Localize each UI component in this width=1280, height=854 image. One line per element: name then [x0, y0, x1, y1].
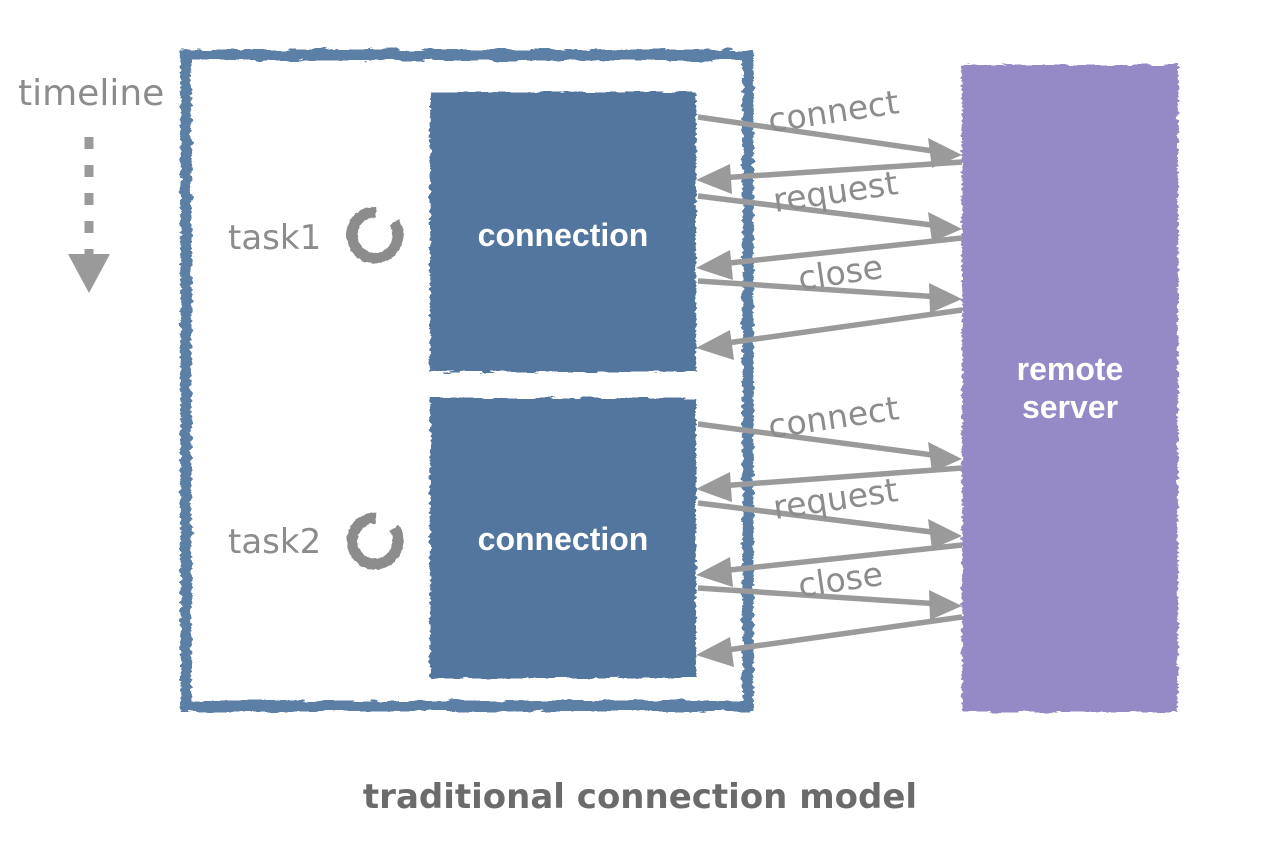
connection-label-task1: connection — [478, 217, 649, 253]
diagram-caption: traditional connection model — [363, 777, 917, 817]
message-arrow-connect-ack-2 — [696, 465, 963, 502]
connection-label-task2: connection — [478, 521, 649, 557]
message-arrow-request-1 — [697, 193, 962, 242]
task2-row: task2 connection — [228, 398, 696, 678]
task2-messages: connect request close — [696, 388, 963, 667]
message-arrow-close-ack-2 — [696, 614, 963, 667]
message-arrow-close-2 — [697, 585, 962, 620]
message-label-connect-1: connect — [766, 82, 902, 140]
task2-label: task2 — [228, 522, 321, 562]
message-arrow-close-ack-1 — [696, 307, 963, 360]
message-arrow-connect-1 — [697, 114, 962, 168]
remote-server-box — [962, 65, 1178, 712]
remote-server-label-line2: server — [1022, 389, 1118, 425]
message-arrow-response-1 — [696, 235, 963, 280]
timeline-arrow-icon — [68, 137, 110, 293]
connection-box-task1 — [430, 92, 696, 372]
message-arrow-request-2 — [697, 500, 962, 549]
message-label-connect-2: connect — [766, 388, 902, 446]
message-arrow-connect-2 — [697, 421, 962, 472]
spinner-icon — [346, 206, 404, 264]
task1-messages: connect request close — [696, 82, 963, 360]
client-process-box — [180, 49, 754, 712]
connection-box-task2 — [430, 398, 696, 678]
message-arrow-response-2 — [696, 542, 963, 587]
remote-server-label-line1: remote — [1017, 351, 1124, 387]
message-arrow-close-1 — [697, 278, 962, 313]
spinner-icon — [346, 512, 404, 570]
timeline-label: timeline — [18, 73, 164, 114]
task1-label: task1 — [228, 218, 321, 258]
message-arrow-connect-ack-1 — [696, 159, 963, 194]
task1-row: task1 connection — [228, 92, 696, 372]
timeline-group: timeline — [18, 73, 164, 293]
